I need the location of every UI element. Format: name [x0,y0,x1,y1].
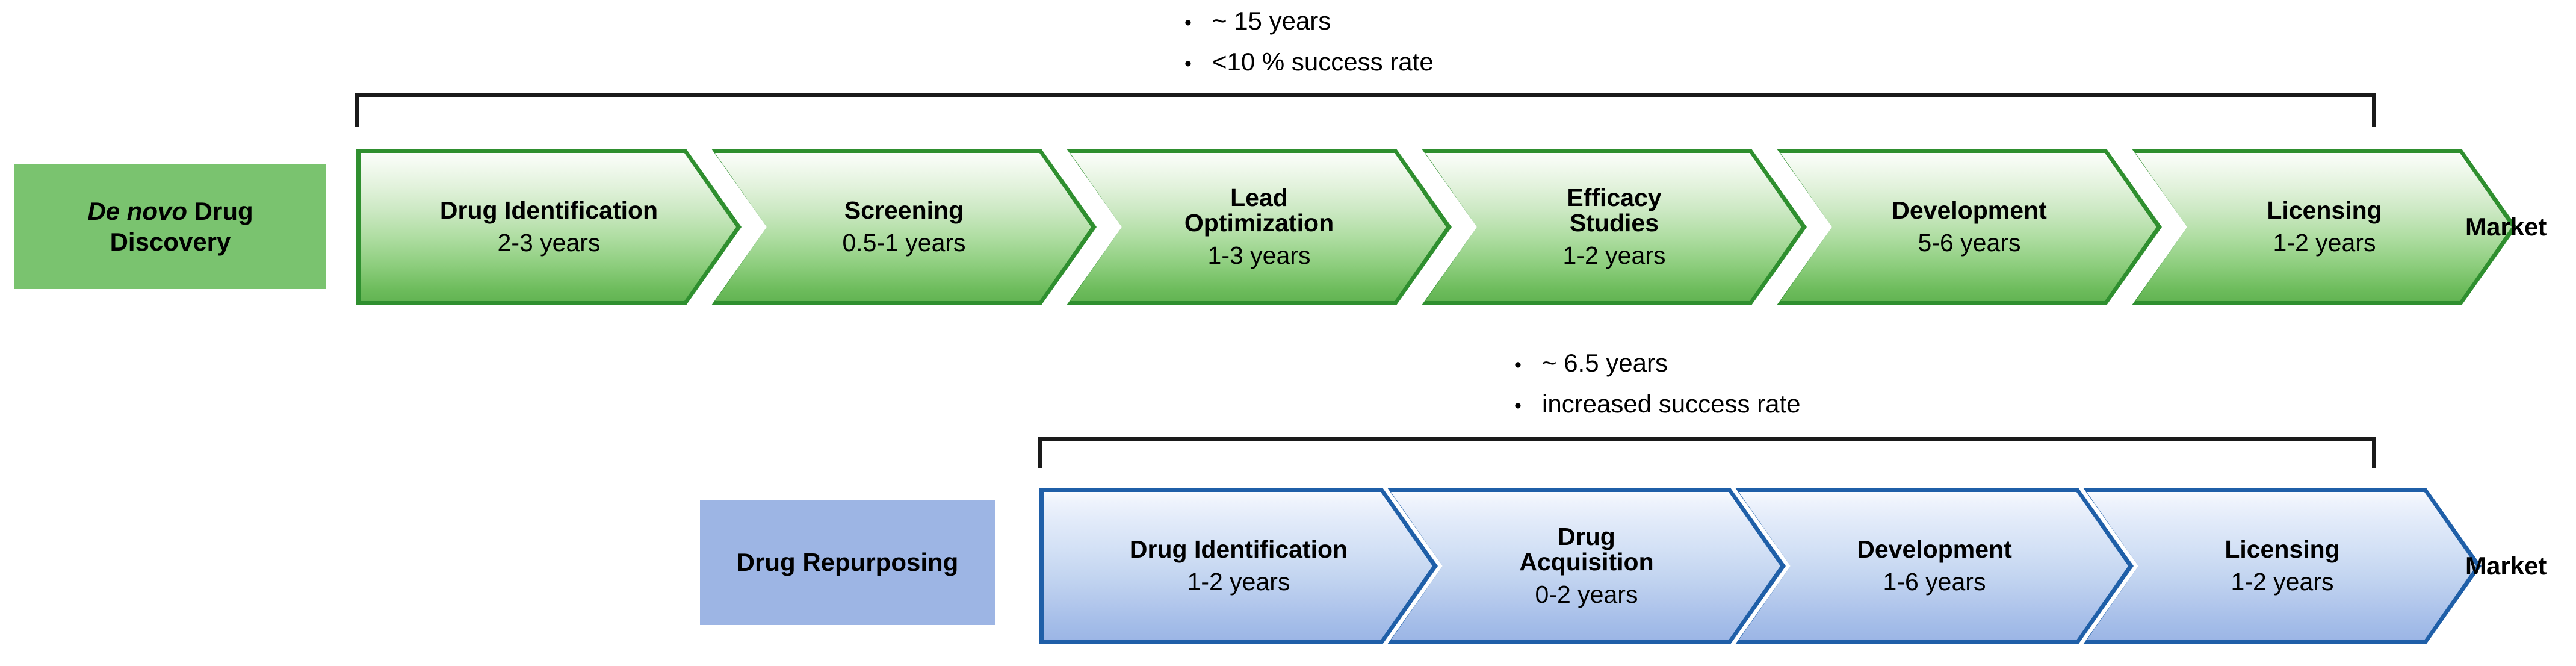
stage-duration: 1-3 years [1207,241,1311,269]
row-label-drug-repurposing: Drug Repurposing [700,500,995,625]
market-endpoint-green: Market [2465,213,2547,241]
annotation-bullet: • increased success rate [1514,391,1801,417]
annotation-text: ~ 6.5 years [1542,349,1668,377]
stage-development-blue[interactable]: Development 1-6 years [1735,488,2134,644]
stage-label: Development 5-6 years [1887,198,2051,256]
span-bracket-repurposing [1038,437,2376,468]
stage-licensing-blue[interactable]: Licensing 1-2 years [2083,488,2482,644]
stage-title-line: Development [1857,535,2012,564]
annotation-bullet: • ~ 6.5 years [1514,350,1801,376]
annotation-text: <10 % success rate [1212,48,1434,76]
stage-duration: 1-6 years [1883,568,1986,596]
chevron-shape [1735,488,2134,644]
bullet-dot-icon: • [1184,52,1192,75]
stage-title-line: Licensing [2267,196,2382,225]
row-label-rest-part: Drug [187,196,253,225]
stage-label: Lead Optimization 1-3 years [1180,185,1339,268]
row-label-line2: Discovery [110,228,231,256]
annotation-de-novo: • ~ 15 years • <10 % success rate [1184,8,1434,75]
stage-label: Development 1-6 years [1852,537,2016,595]
chevron-shape [1067,149,1452,305]
bullet-dot-icon: • [1184,11,1192,34]
stage-drug-identification-green[interactable]: Drug Identification 2-3 years [356,149,742,305]
stage-title-line: Lead [1230,184,1288,212]
stage-licensing-green[interactable]: Licensing 1-2 years [2132,149,2517,305]
stage-label: Drug Identification 2-3 years [435,198,663,256]
stage-development-green[interactable]: Development 5-6 years [1777,149,2162,305]
row-label-text: Drug Repurposing [736,548,959,577]
chevron-shape [1777,149,2162,305]
stage-drug-acquisition-blue[interactable]: Drug Acquisition 0-2 years [1387,488,1786,644]
stage-duration: 2-3 years [497,229,601,257]
stage-label: Screening 0.5-1 years [837,198,970,256]
stage-screening-green[interactable]: Screening 0.5-1 years [711,149,1097,305]
stage-duration: 1-2 years [2273,229,2376,257]
bullet-dot-icon: • [1514,353,1522,376]
chevron-shape [356,149,742,305]
stage-efficacy-studies-green[interactable]: Efficacy Studies 1-2 years [1422,149,1807,305]
stage-title-line: Screening [844,196,964,225]
row-label-text: De novo Drug Discovery [87,196,253,257]
annotation-text: ~ 15 years [1212,7,1331,35]
stage-duration: 1-2 years [1187,568,1290,596]
stage-lead-optimization-green[interactable]: Lead Optimization 1-3 years [1067,149,1452,305]
span-bracket-de-novo [355,93,2376,127]
chevron-shape [1422,149,1807,305]
bullet-dot-icon: • [1514,394,1522,417]
stage-label: Efficacy Studies 1-2 years [1558,185,1671,268]
chevron-shape [2132,149,2517,305]
stage-label: Drug Identification 1-2 years [1125,537,1352,595]
stage-label: Licensing 1-2 years [2220,537,2344,595]
stage-duration: 0-2 years [1535,580,1638,608]
annotation-repurposing: • ~ 6.5 years • increased success rate [1514,350,1801,417]
stage-title-line: Acquisition [1519,548,1654,576]
stage-label: Drug Acquisition 0-2 years [1514,524,1658,607]
stage-title-line: Drug Identification [439,196,658,225]
stage-duration: 0.5-1 years [842,229,966,257]
stage-title-line: Efficacy [1567,184,1662,212]
stage-duration: 1-2 years [2231,568,2334,596]
stage-duration: 5-6 years [1918,229,2021,257]
stage-duration: 1-2 years [1562,241,1666,269]
chevron-shape [711,149,1097,305]
annotation-bullet: • <10 % success rate [1184,49,1434,75]
chevron-shape [1039,488,1438,644]
row-label-de-novo-drug-discovery: De novo Drug Discovery [14,164,326,289]
stage-title-line: Drug Identification [1129,535,1348,564]
annotation-bullet: • ~ 15 years [1184,8,1434,34]
row-label-italic-part: De novo [87,196,188,225]
stage-title-line: Development [1892,196,2047,225]
market-endpoint-blue: Market [2465,552,2547,580]
stage-label: Licensing 1-2 years [2262,198,2386,256]
stage-title-line: Studies [1569,209,1659,237]
stage-title-line: Optimization [1184,209,1334,237]
chevron-shape [2083,488,2482,644]
stage-drug-identification-blue[interactable]: Drug Identification 1-2 years [1039,488,1438,644]
stage-title-line: Drug [1558,523,1615,551]
chevron-shape [1387,488,1786,644]
annotation-text: increased success rate [1542,390,1801,418]
stage-title-line: Licensing [2225,535,2340,564]
